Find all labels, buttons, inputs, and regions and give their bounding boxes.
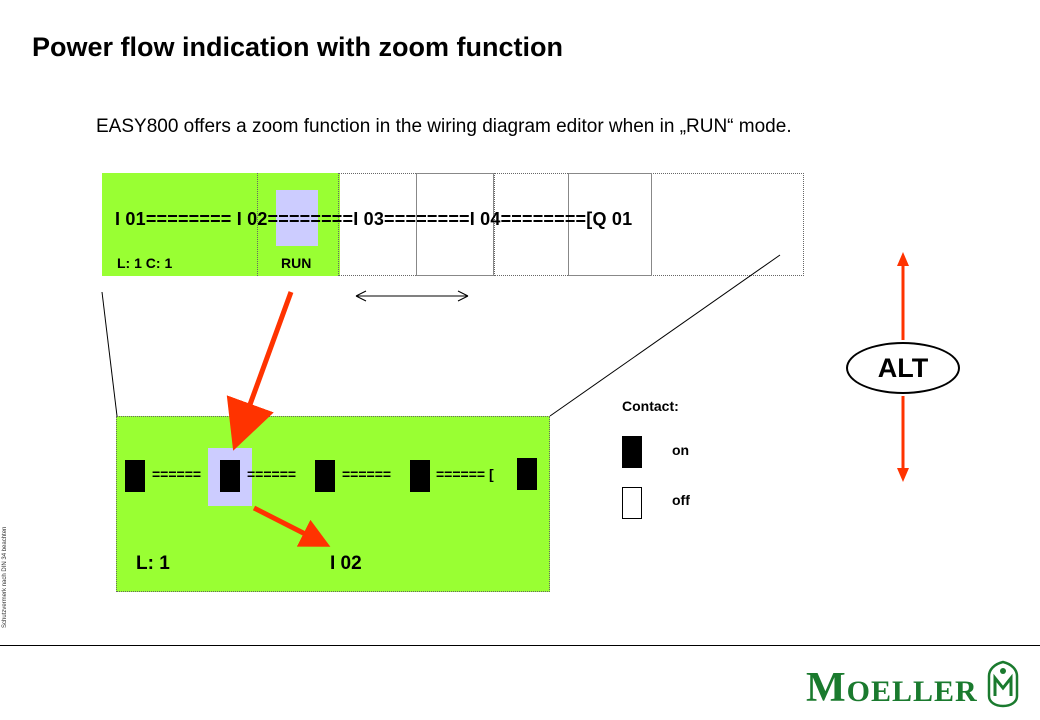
- moeller-logo-icon: [987, 660, 1019, 708]
- alt-button: ALT: [846, 342, 960, 394]
- legend-title: Contact:: [622, 398, 679, 414]
- zoom-segment: ====== [: [436, 466, 494, 482]
- run-mode-label: RUN: [281, 255, 312, 271]
- zoom-contact-label: I 02: [330, 553, 362, 574]
- zoom-guide-line-right: [549, 254, 781, 417]
- contact-on-block: [125, 460, 145, 492]
- brand-initial: M: [806, 665, 847, 711]
- coil-on-block: [517, 458, 537, 490]
- zoom-line-label: L: 1: [136, 553, 170, 574]
- slide-title: Power flow indication with zoom function: [32, 32, 563, 62]
- circuit-diagram-line: I 01======== I 02========I 03========I 0…: [115, 209, 633, 229]
- intro-text: EASY800 offers a zoom function in the wi…: [96, 116, 792, 137]
- display-segment-divider: [257, 173, 258, 276]
- zoom-segment: ======: [152, 466, 202, 482]
- display-top-cursor: [276, 190, 318, 246]
- alt-toggle-arrow-icon: [897, 252, 909, 482]
- brand-logo: MOELLER: [806, 664, 978, 712]
- contact-pointer-arrow: [252, 505, 331, 547]
- zoom-indicator-arrow: [226, 291, 294, 451]
- zoom-guide-line-left: [101, 291, 118, 417]
- zoom-segment: ======: [247, 466, 297, 482]
- legend-on-label: on: [672, 442, 690, 458]
- legend-on-swatch: [622, 436, 642, 468]
- scroll-arrow-icon: [355, 290, 469, 302]
- zoom-segment: ======: [342, 466, 392, 482]
- footer-divider: [0, 645, 1040, 646]
- display-segment-divider: [494, 173, 568, 276]
- brand-rest: OELLER: [846, 675, 978, 708]
- contact-on-block: [410, 460, 430, 492]
- display-zoom: [116, 416, 550, 592]
- contact-on-block: [315, 460, 335, 492]
- legend-off-label: off: [672, 492, 690, 508]
- side-note: Schutzvermerk nach DIN 34 beachten: [2, 526, 8, 628]
- display-segment-box: [416, 173, 494, 276]
- contact-on-block: [220, 460, 240, 492]
- legend-off-swatch: [622, 487, 642, 519]
- display-status-line: L: 1 C: 1: [117, 255, 173, 271]
- display-segment-box: [568, 173, 652, 276]
